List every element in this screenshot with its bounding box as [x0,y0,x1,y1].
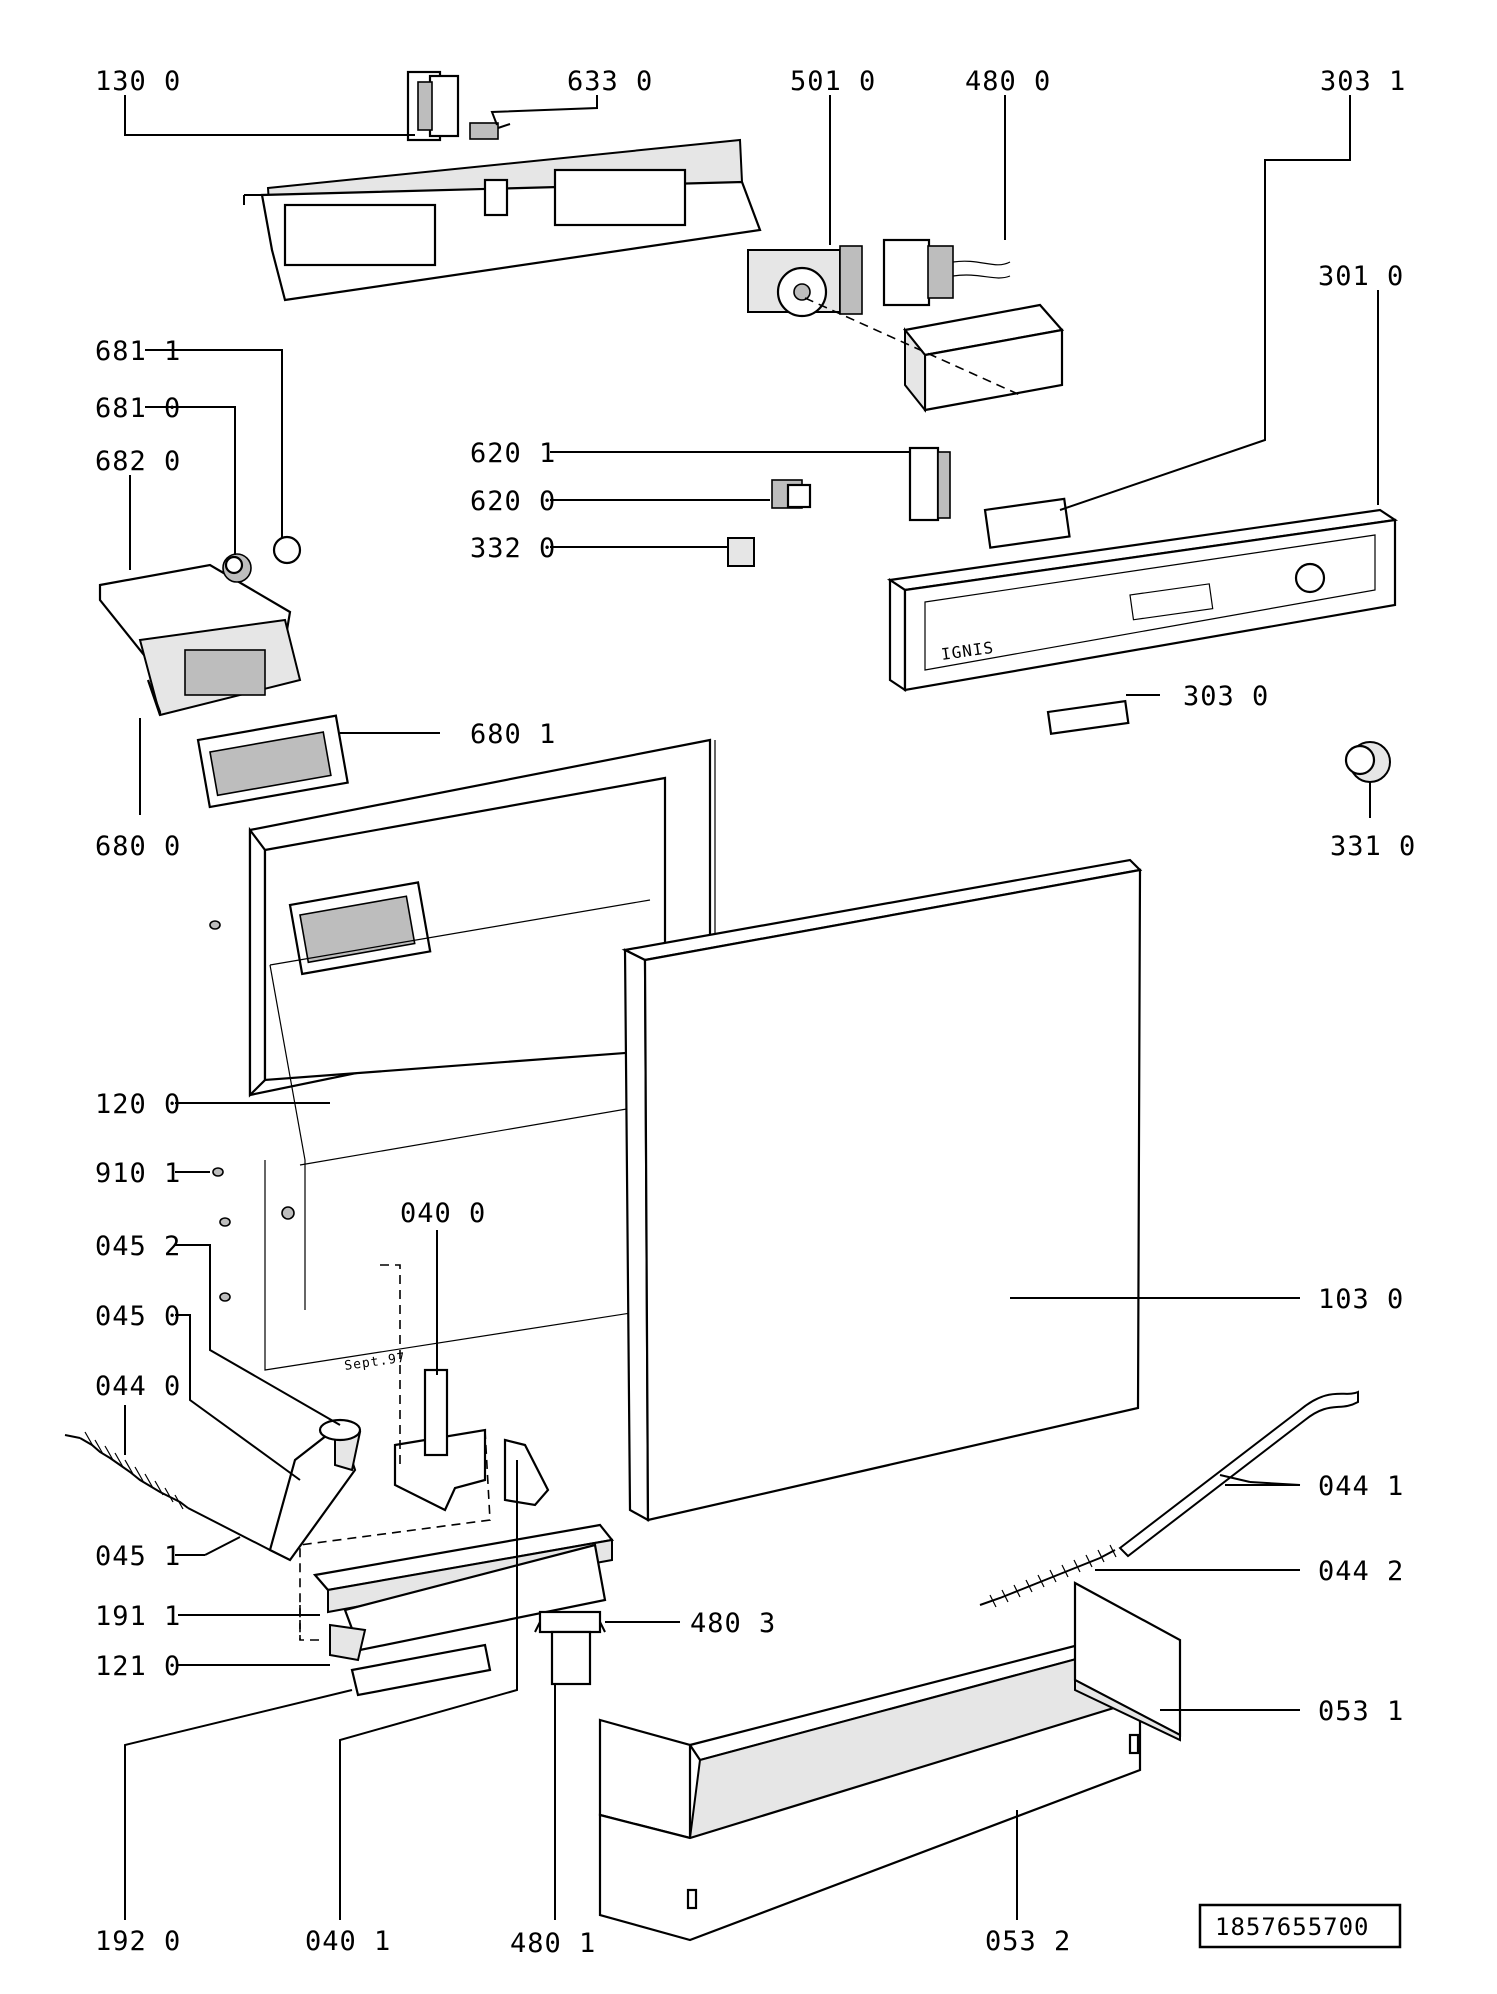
label-044-1: 044 1 [1318,1471,1404,1502]
part-620-0 [771,479,812,509]
spring-044-1 [1118,1390,1359,1558]
label-130-0: 130 0 [95,66,181,97]
rail-121-0 [329,1543,607,1662]
control-panel-bracket [243,138,762,302]
clip-480-3 [534,1610,606,1634]
door-lock-130 [406,70,460,142]
label-332-0: 332 0 [470,533,556,564]
inner-door-120: Sept.97 [248,738,716,1374]
knob-331 [1344,741,1391,783]
label-192-0: 192 0 [95,1926,181,1957]
label-633-0: 633 0 [567,66,653,97]
label-303-0: 303 0 [1183,681,1269,712]
label-303-1: 303 1 [1320,66,1406,97]
label-910-1: 910 1 [95,1158,181,1189]
drawing-number-box: 1857655700 [1198,1903,1402,1949]
label-044-2: 044 2 [1318,1556,1404,1587]
hinge-bracket-040-0 [393,1368,487,1512]
seal-681-1 [272,535,302,565]
clip-480-1 [550,1630,592,1686]
label-620-0: 620 0 [470,486,556,517]
label-682-0: 682 0 [95,446,181,477]
rail-192-0 [350,1643,492,1697]
label-301-0: 301 0 [1318,261,1404,292]
control-panel-fascia: IGNIS [886,508,1399,693]
handle-303-0 [1046,699,1130,736]
hinge-cover-040-1 [503,1438,550,1507]
label-040-1: 040 1 [305,1926,391,1957]
timer-mount-bracket [902,303,1065,413]
label-480-0: 480 0 [965,66,1051,97]
label-191-1: 191 1 [95,1601,181,1632]
drawing-number: 1857655700 [1215,1913,1370,1941]
label-053-1: 053 1 [1318,1696,1404,1727]
outer-door-103 [621,858,1143,1522]
screw-910-1 [209,920,295,1302]
plinth-053-2 [598,1617,1142,1942]
timer-501 [747,245,863,318]
part-620-1 [908,446,951,522]
label-480-3: 480 3 [690,1608,776,1639]
label-121-0: 121 0 [95,1651,181,1682]
label-045-1: 045 1 [95,1541,181,1572]
label-331-0: 331 0 [1330,831,1416,862]
label-120-0: 120 0 [95,1089,181,1120]
label-045-0: 045 0 [95,1301,181,1332]
connector-480-0 [882,238,1011,307]
leader-lines [124,95,1379,1920]
dispenser-682 [98,563,302,717]
date-stamp: Sept.97 [343,1351,406,1374]
label-680-0: 680 0 [95,831,181,862]
spring-044-0 [64,1431,271,1551]
lid-681-0 [222,553,252,583]
gasket-680-1 [196,714,349,809]
label-680-1: 680 1 [470,719,556,750]
label-501-0: 501 0 [790,66,876,97]
label-480-1: 480 1 [510,1928,596,1959]
handle-303-1 [983,497,1071,549]
label-681-0: 681 0 [95,393,181,424]
label-681-1: 681 1 [95,336,181,367]
part-labels: 130 0 633 0 501 0 480 0 303 1 301 0 681 … [95,66,1416,1959]
label-040-0: 040 0 [400,1198,486,1229]
switch-633 [469,122,511,140]
label-045-2: 045 2 [95,1231,181,1262]
label-620-1: 620 1 [470,438,556,469]
label-044-0: 044 0 [95,1371,181,1402]
label-053-2: 053 2 [985,1926,1071,1957]
hinge-arm-045 [268,1418,362,1562]
label-103-0: 103 0 [1318,1284,1404,1315]
end-cap-053-1 [1073,1581,1182,1742]
part-332-0 [727,537,755,567]
spring-044-2 [979,1544,1117,1608]
